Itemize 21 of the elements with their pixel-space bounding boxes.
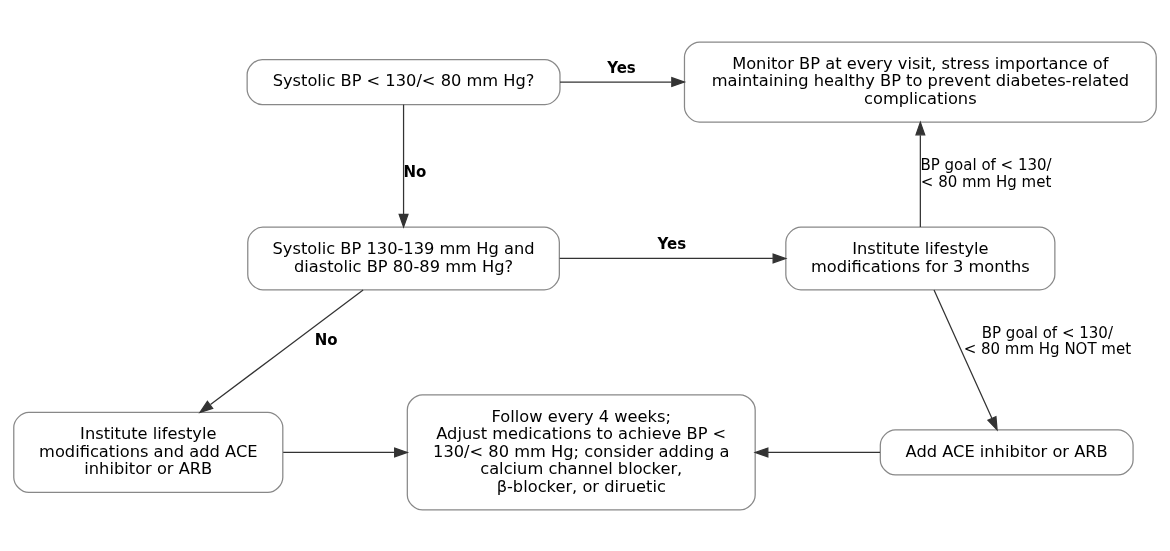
arrow <box>559 252 788 264</box>
edge-label: No <box>403 162 427 181</box>
node-box: Institute lifestyle modifications and add ACE inhibitor or ARB <box>13 411 284 493</box>
node-box: Institute lifestyle modifications for 3 months <box>785 226 1056 290</box>
edge-label: Yes <box>657 234 687 253</box>
arrow <box>198 288 364 414</box>
edge-label: Yes <box>607 58 636 77</box>
node-box: Systolic BP < 130/< 80 mm Hg? <box>246 58 561 105</box>
node-box: Follow every 4 weeks; Adjust medications to achieve BP < 130/< 80 mm Hg; consider adding a calcium channel blocker, β-blocker, or diruetic <box>406 393 756 511</box>
edge-label: BP goal of < 130/ < 80 mm Hg NOT met <box>963 323 1132 358</box>
node-box: Systolic BP 130-139 mm Hg and diastolic BP 80-89 mm Hg? <box>247 226 560 290</box>
arrow <box>398 103 409 229</box>
node-box: Monitor BP at every visit, stress importance of maintaining healthy BP to prevent diabetes-related complications <box>683 40 1157 123</box>
node-box: Add ACE inhibitor or ARB <box>879 428 1134 476</box>
arrow <box>753 446 881 458</box>
edge-label: No <box>314 330 338 349</box>
arrow <box>282 446 410 458</box>
arrow <box>559 76 687 87</box>
arrow <box>915 119 926 228</box>
arrow <box>933 288 998 432</box>
edge-label: BP goal of < 130/ < 80 mm Hg met <box>920 155 1052 191</box>
